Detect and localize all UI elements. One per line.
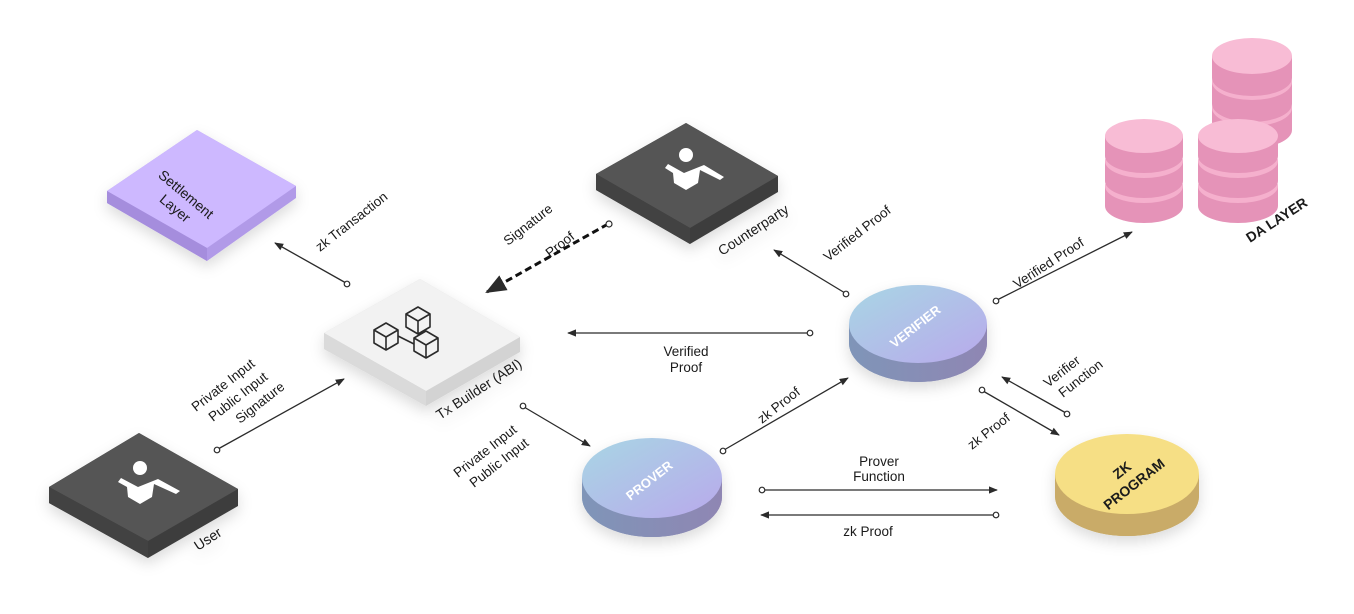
edge-label-verified: Verified	[663, 344, 708, 359]
edge-label-verified-proof-counterparty: Verified Proof	[821, 202, 894, 264]
node-da-layer: DA LAYER	[1105, 38, 1310, 246]
node-zk-program: ZK PROGRAM	[1055, 434, 1199, 536]
edge-label-signature: Signature	[501, 201, 556, 248]
node-tx-builder: Tx Builder (ABI)	[324, 279, 525, 423]
edge-label-zk-proof-verifier: zk Proof	[755, 384, 803, 426]
edge-prover-inputs: Private Input Public Input	[451, 402, 591, 490]
edge-label-proof: Proof	[543, 229, 578, 261]
person-icon	[665, 148, 724, 190]
node-verifier: VERIFIER	[849, 285, 987, 382]
edge-signature-proof: Signature Proof	[485, 201, 613, 294]
edge-label-verified-proof: Proof	[670, 360, 703, 375]
edge-zk-proof-to-prover: zk Proof	[760, 511, 1000, 539]
person-icon	[118, 461, 180, 504]
database-icon	[1105, 38, 1292, 223]
node-settlement-layer: Settlement Layer	[107, 130, 296, 261]
edge-verified-proof-da: Verified Proof	[992, 231, 1133, 305]
edge-label-prover-function: Function	[853, 469, 905, 484]
edge-verified-proof-tx: Verified Proof	[567, 329, 814, 375]
edge-verified-proof-counterparty: Verified Proof	[773, 202, 894, 298]
edge-zk-proof-from-program: zk Proof	[965, 386, 1060, 452]
edge-label-zk-transaction: zk Transaction	[313, 189, 391, 254]
edge-prover-function: Prover Function	[758, 454, 998, 494]
edge-label-zk-proof-program: zk Proof	[965, 410, 1013, 452]
node-counterparty: Counterparty	[596, 123, 792, 259]
edge-zk-proof-to-verifier: zk Proof	[719, 377, 849, 455]
edge-label-verified-proof-da: Verified Proof	[1010, 235, 1086, 292]
node-user: User	[49, 433, 238, 558]
edge-verifier-function: Verifier Function	[1001, 352, 1106, 418]
edge-label-zk-proof-prover: zk Proof	[843, 524, 893, 539]
edge-zk-transaction: zk Transaction	[274, 189, 391, 288]
edge-user-inputs: Private Input Public Input Signature	[189, 356, 345, 454]
cubes-icon	[373, 306, 439, 359]
node-prover: PROVER	[582, 438, 722, 537]
edge-label-prover: Prover	[859, 454, 899, 469]
